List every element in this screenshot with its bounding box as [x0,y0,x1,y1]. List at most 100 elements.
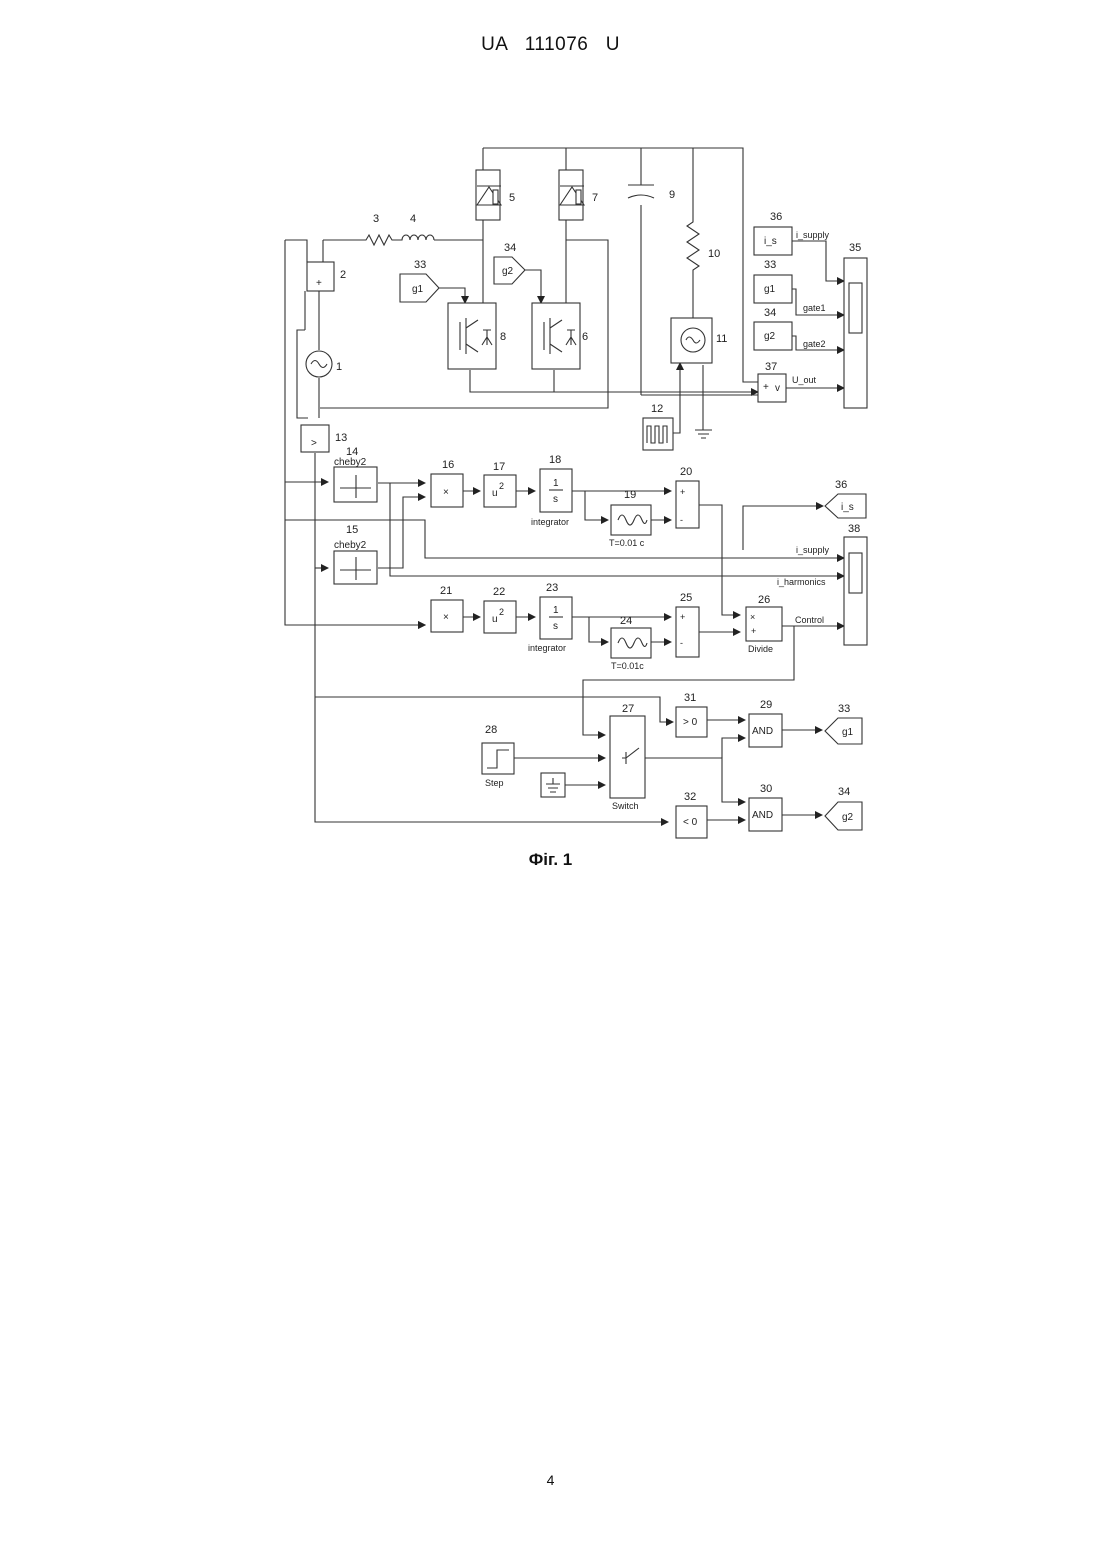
ref-31: 31 [684,692,696,704]
sum-25-plus: + [680,612,685,622]
ref-7: 7 [592,192,598,204]
square-22-exp: 2 [499,607,504,617]
delay-19-block [611,505,651,535]
sensor-plus-text: + [316,278,322,289]
scope-38-block [844,537,867,645]
ref-4: 4 [410,213,416,225]
ref-36-right: 36 [835,479,847,491]
integrator-23-block [540,597,572,639]
goto-i_s-text: i_s [841,502,854,513]
delay-19-label: T=0.01 c [609,538,645,548]
ref-33-right: 33 [764,259,776,271]
ref-29: 29 [760,699,772,711]
vm-v-text: v [775,383,780,394]
ref-34-bottom: 34 [838,786,850,798]
square-22-block [484,601,516,633]
sum-20-plus: + [680,487,685,497]
switch-27-label: Switch [612,801,639,811]
integrator-18-den: s [553,494,558,505]
step-28-block [482,743,514,774]
pulse-generator-block [643,418,673,450]
integrator-23-den: s [553,621,558,632]
ref-22: 22 [493,586,505,598]
ref-34-right: 34 [764,307,776,319]
series-resistor-symbol [360,235,397,245]
filter-15-text: cheby2 [334,540,367,551]
integrator-18-num: 1 [553,478,559,489]
relop-gt-text: > [311,438,317,449]
page-number: 4 [0,1472,1101,1488]
divide-times: × [750,612,755,622]
ref-28: 28 [485,724,497,736]
ground-symbol [695,430,712,438]
ref-25: 25 [680,592,692,604]
ref-9: 9 [669,189,675,201]
ref-11: 11 [716,333,727,345]
scope-35-block [844,258,867,408]
capacitor-symbol [628,185,654,198]
ref-12: 12 [651,403,663,415]
signal-control: Control [795,615,824,625]
integrator-23-num: 1 [553,605,559,616]
ref-18: 18 [549,454,561,466]
product-16-text: × [443,487,449,498]
integrator-23-label: integrator [528,643,566,653]
ac-voltage-source-block [306,351,332,377]
ref-5: 5 [509,192,515,204]
ref-13: 13 [335,432,347,444]
tag-g2-right-text: g2 [764,331,776,342]
ref-24: 24 [620,615,632,627]
vm-plus-text: + [763,382,769,393]
ref-15: 15 [346,524,358,536]
diode-5-symbol [476,170,501,220]
ref-32: 32 [684,791,696,803]
compare-31-text: > 0 [683,717,698,728]
ref-34-top: 34 [504,242,516,254]
ref-6: 6 [582,331,588,343]
igbt-8-block [448,303,496,369]
step-28-label: Step [485,778,504,788]
series-inductor-symbol [397,235,434,240]
ref-27: 27 [622,703,634,715]
ref-30: 30 [760,783,772,795]
integrator-18-label: integrator [531,517,569,527]
ground-const-block [541,773,565,797]
ref-2: 2 [340,269,346,281]
figure-caption: Фіг. 1 [0,850,1101,870]
ref-17: 17 [493,461,505,473]
signal-i_supply-bottom: i_supply [796,545,830,555]
divide-div: + [751,626,756,636]
load-resistor-symbol [687,215,699,275]
ref-10: 10 [708,248,720,260]
square-17-exp: 2 [499,481,504,491]
square-17-u: u [492,488,498,499]
ref-37: 37 [765,361,777,373]
ref-33-bottom: 33 [838,703,850,715]
scope-35-wires [786,241,844,388]
divide-26-label: Divide [748,644,773,654]
ref-21: 21 [440,585,452,597]
ref-16: 16 [442,459,454,471]
filter-15-block [334,551,377,584]
ref-3: 3 [373,213,379,225]
ref-19: 19 [624,489,636,501]
controlled-voltage-source-block [671,318,712,363]
tag-g1-right-text: g1 [764,284,776,295]
signal-gate2: gate2 [803,339,826,349]
ref-8: 8 [500,331,506,343]
tag-g1-text: g1 [412,284,424,295]
goto-g1-text: g1 [842,727,854,738]
goto-g2-text: g2 [842,812,854,823]
diode-7-symbol [559,170,584,220]
ref-36-top: 36 [770,211,782,223]
delay-24-block [611,628,651,658]
ref-33-top: 33 [414,259,426,271]
integrator-18-block [540,469,572,512]
product-21-text: × [443,612,449,623]
signal-gate1: gate1 [803,303,826,313]
filter-14-block [334,467,377,502]
ref-23: 23 [546,582,558,594]
ref-26: 26 [758,594,770,606]
and-29-text: AND [752,726,773,737]
